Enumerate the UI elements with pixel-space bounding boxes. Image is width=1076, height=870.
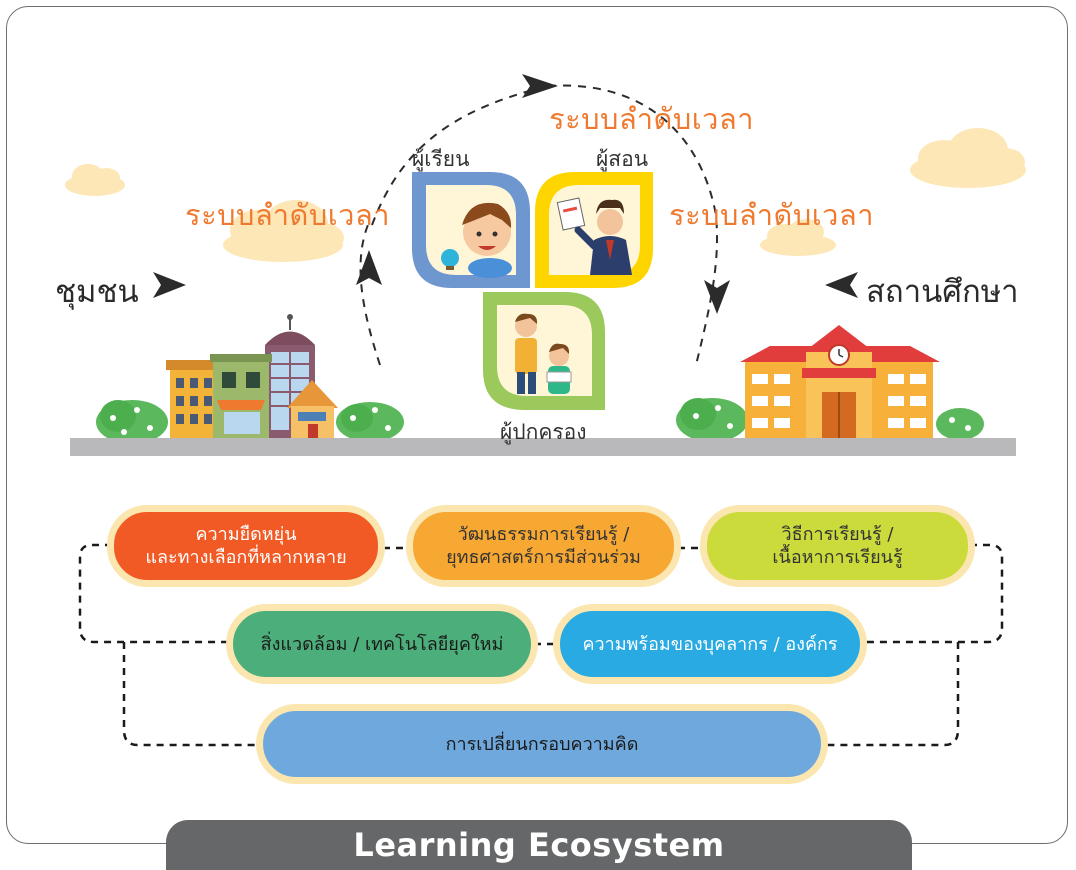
factor-mindset-label: การเปลี่ยนกรอบความคิด (445, 733, 639, 755)
factor-methods: วิธีการเรียนรู้ / เนื้อหาการเรียนรู้ (700, 505, 975, 587)
factor-methods-line1: วิธีการเรียนรู้ / (781, 524, 894, 545)
ground-strip (70, 438, 1016, 456)
factor-readiness-label: ความพร้อมของบุคลากร / องค์กร (582, 633, 838, 655)
learner-boy-icon (441, 202, 512, 278)
bush-icon (96, 400, 168, 444)
factor-environment-label: สิ่งแวดล้อม / เทคโนโลยียุคใหม่ (260, 633, 504, 655)
cycle-label-top: ระบบลำดับเวลา (549, 102, 755, 136)
arrow-up-icon (356, 250, 382, 285)
factor-culture-line1: วัฒนธรรมการเรียนรู้ / (457, 524, 630, 545)
bush-icon (936, 408, 984, 440)
factor-culture-line2: ยุทธศาสตร์การมีส่วนร่วม (446, 547, 641, 568)
cycle-arrows (359, 84, 719, 366)
cloud-icon (910, 128, 1026, 188)
diagram-title: Learning Ecosystem (353, 826, 725, 864)
school-label: สถานศึกษา (866, 274, 1019, 310)
role-parent-label: ผู้ปกครอง (500, 420, 587, 444)
factor-environment: สิ่งแวดล้อม / เทคโนโลยียุคใหม่ (226, 604, 538, 684)
cloud-icon (65, 164, 125, 196)
factor-flexibility-line2: และทางเลือกที่หลากหลาย (145, 547, 347, 568)
community-label: ชุมชน (55, 274, 139, 310)
arrow-left-icon (825, 272, 858, 298)
teacher-frame (535, 172, 653, 288)
arrow-right-icon (522, 74, 558, 98)
title-bar: Learning Ecosystem (166, 820, 912, 870)
learner-frame (412, 172, 530, 288)
arrow-right-icon (153, 272, 186, 298)
cycle-label-left: ระบบลำดับเวลา (185, 198, 391, 232)
school-building-icon (740, 325, 940, 438)
role-learner-label: ผู้เรียน (412, 147, 470, 171)
factor-flexibility: ความยืดหยุ่น และทางเลือกที่หลากหลาย (107, 505, 385, 587)
bush-icon (676, 398, 748, 442)
arrow-down-icon (704, 280, 730, 314)
cloud-icon (760, 219, 836, 256)
parent-frame (483, 292, 605, 410)
role-teacher-label: ผู้สอน (596, 147, 649, 171)
factor-methods-line2: เนื้อหาการเรียนรู้ (772, 547, 903, 568)
factor-culture: วัฒนธรรมการเรียนรู้ / ยุทธศาสตร์การมีส่ว… (406, 505, 681, 587)
cycle-label-right: ระบบลำดับเวลา (669, 198, 875, 232)
teacher-man-icon (556, 197, 632, 275)
cloud-icon (223, 200, 344, 262)
community-buildings-icon (166, 314, 338, 438)
factor-readiness: ความพร้อมของบุคลากร / องค์กร (553, 604, 867, 684)
factor-mindset: การเปลี่ยนกรอบความคิด (256, 704, 828, 784)
parent-child-icon (515, 313, 572, 394)
factor-flexibility-line1: ความยืดหยุ่น (195, 524, 297, 545)
bush-icon (336, 402, 404, 442)
